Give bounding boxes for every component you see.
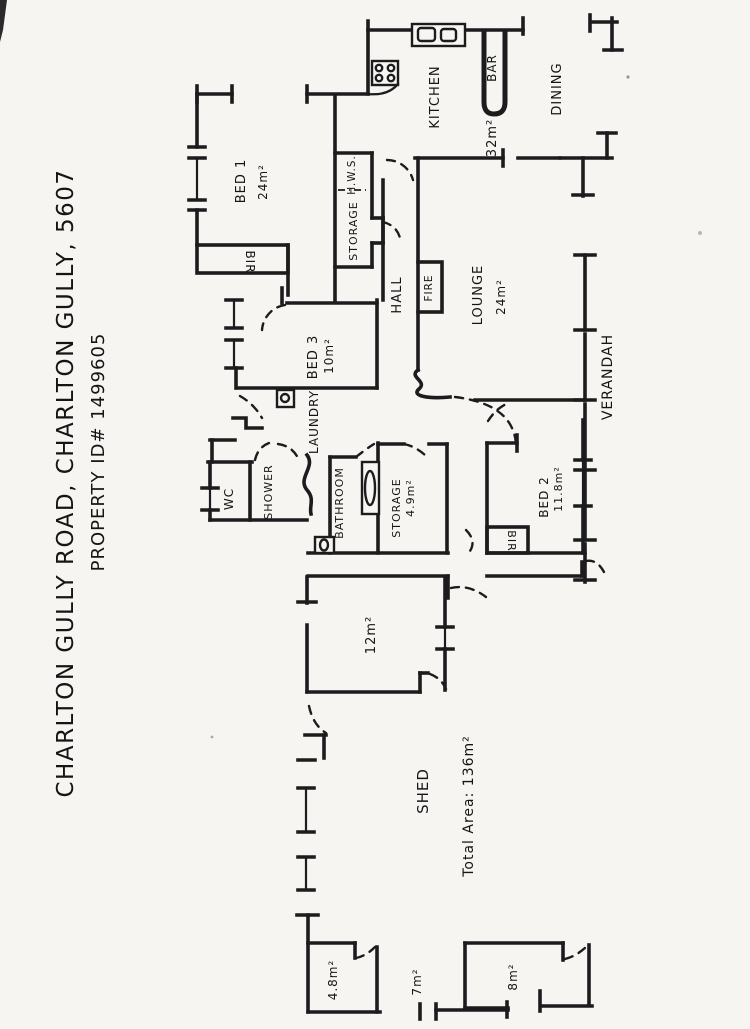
room-label-bathroom: BATHROOM — [333, 467, 346, 539]
shed-walls — [295, 733, 594, 1021]
room-label-kitchen: KITCHEN — [428, 65, 443, 128]
room-label-bir1: BIR — [243, 250, 257, 273]
room-area-bed1: 24m² — [256, 164, 270, 200]
double-sink-icon — [410, 22, 467, 48]
property-id: PROPERTY ID# 1499605 — [88, 333, 109, 572]
bathtub-icon — [360, 460, 381, 516]
room-label-wc: WC — [222, 488, 236, 510]
room-label-bed1: BED 1 — [234, 159, 249, 204]
room-label-bed3: BED 3 — [306, 335, 321, 380]
room-area-bed2: 11.8m² — [552, 466, 565, 512]
bar-counter-icon — [481, 28, 508, 117]
house-walls — [187, 13, 624, 694]
shed-total-area: Total Area: 136m² — [461, 735, 477, 878]
room-label-bir2: BIR — [505, 530, 518, 551]
room-label-shower: SHOWER — [262, 464, 275, 519]
room-area-bed3: 10m² — [322, 338, 336, 374]
scan-speck — [626, 75, 630, 79]
page-title: CHARLTON GULLY ROAD, CHARLTON GULLY, 560… — [53, 168, 79, 797]
room-area-shed-a: 4.8m² — [326, 960, 340, 1001]
room-label-verandah: VERANDAH — [600, 334, 616, 420]
room-area-carport: 7m² — [410, 968, 424, 995]
room-label-bed2: BED 2 — [537, 476, 551, 518]
door-swings — [238, 158, 606, 961]
scan-speck — [698, 231, 702, 235]
room-label-storage-room: STORAGE — [390, 478, 403, 537]
room-label-fire: FIRE — [423, 274, 435, 301]
room-area-shed-b: 8m² — [506, 963, 520, 990]
laundry-trough-icon — [275, 388, 296, 409]
room-label-lounge: LOUNGE — [471, 265, 486, 326]
room-label-storage-closet: STORAGE — [347, 201, 360, 260]
room-area-bar: 32m² — [485, 119, 500, 157]
scan-speck — [210, 735, 214, 739]
labels: CHARLTON GULLY ROAD, CHARLTON GULLY, 560… — [53, 54, 616, 1000]
room-label-hws: H.W.S. — [346, 155, 358, 195]
room-area-storage-room: 4.9m² — [404, 479, 417, 517]
toilet-icon — [313, 535, 336, 555]
room-label-dining: DINING — [550, 62, 565, 115]
room-area-utility: 12m² — [364, 616, 379, 654]
room-label-shed: SHED — [414, 768, 432, 814]
room-label-laundry: LAUNDRY — [307, 390, 321, 454]
room-area-lounge: 24m² — [494, 279, 508, 315]
cooktop-icon — [366, 59, 400, 96]
fixtures — [275, 22, 508, 555]
room-label-hall: HALL — [390, 276, 405, 313]
scan-artifact — [0, 0, 7, 42]
room-label-bar: BAR — [485, 54, 499, 82]
